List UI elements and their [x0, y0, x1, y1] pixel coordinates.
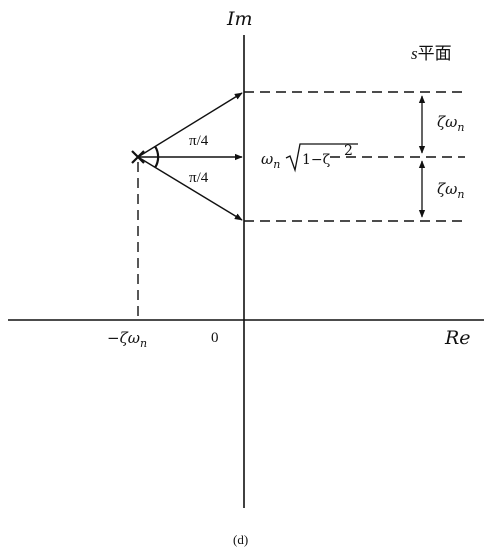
lower-arrow — [137, 156, 243, 221]
pole-marker-icon — [131, 150, 145, 164]
angle-label-lower: π/4 — [189, 170, 209, 186]
angle-label-upper: π/4 — [189, 133, 209, 149]
zeta-omega-upper-label: ζωn — [437, 113, 464, 134]
sqrt-sign — [285, 143, 358, 173]
real-axis-label: Re — [444, 327, 471, 349]
svg-text:2: 2 — [344, 143, 353, 159]
svg-text:ωn: ωn — [261, 150, 280, 171]
figure-caption: (d) — [233, 532, 248, 547]
origin-label: 0 — [211, 330, 219, 346]
angle-arc — [154, 145, 160, 169]
dashed-guides — [137, 91, 465, 320]
pole-vectors — [137, 92, 243, 221]
imaginary-axis-label: Im — [226, 8, 253, 30]
zeta-omega-lower-label: ζωn — [437, 180, 464, 201]
svg-text:1−ζ: 1−ζ — [302, 152, 331, 168]
neg-zeta-omega-label: −ζωn — [107, 329, 147, 350]
s-plane-label: s平面 — [411, 44, 452, 63]
damped-frequency-label: ωn 1−ζ 2 — [261, 143, 358, 173]
